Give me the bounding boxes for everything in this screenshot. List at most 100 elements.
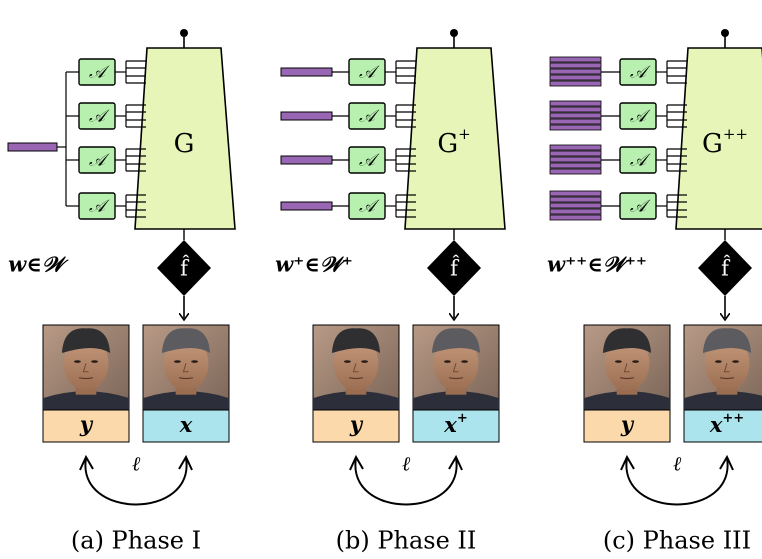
loss-label: ℓ xyxy=(673,452,682,476)
target-label: y xyxy=(349,412,364,437)
latent-vector xyxy=(549,156,602,163)
latent-vector xyxy=(280,201,333,211)
latent-vector xyxy=(549,214,602,221)
adain-label: 𝒜 xyxy=(359,151,380,171)
output-label: x xyxy=(179,412,193,437)
adain-label: 𝒜 xyxy=(630,197,651,217)
adain-block: 𝒜 xyxy=(78,146,146,174)
adain-label: 𝒜 xyxy=(89,197,110,217)
face-photo-output xyxy=(412,324,500,411)
latent-vector xyxy=(549,80,602,87)
generator-body xyxy=(675,47,762,230)
target-label: y xyxy=(620,412,635,437)
adain-block: 𝒜 xyxy=(619,192,687,220)
loss-arrowhead-left-icon xyxy=(79,454,94,471)
latent-vector xyxy=(549,118,602,125)
adain-block: 𝒜 xyxy=(348,58,416,86)
latent-stack xyxy=(549,190,620,221)
panel-caption: (b) Phase II xyxy=(336,527,477,555)
output-label-box xyxy=(412,409,500,443)
generator-body xyxy=(134,47,236,230)
adain-label: 𝒜 xyxy=(359,197,380,217)
adain-label: 𝒜 xyxy=(89,63,110,83)
latent-vector xyxy=(549,144,602,151)
panel-2: G+ 𝒜 𝒜 𝒜 𝒜w⁺∈𝒲⁺ f̂ y x+ ℓ (b) Phase II xyxy=(275,29,506,555)
latent-vector xyxy=(549,208,602,215)
latent-vector xyxy=(549,124,602,131)
loss-arc xyxy=(625,457,729,506)
latent-space-label: w∈𝒲 xyxy=(8,252,69,277)
adain-label: 𝒜 xyxy=(630,151,651,171)
generator-pin-icon xyxy=(721,29,729,37)
latent-vector xyxy=(549,196,602,203)
latent-vector xyxy=(549,190,602,197)
face-photo-target xyxy=(312,324,400,411)
loss-arc xyxy=(84,457,188,506)
generator: G+ xyxy=(404,29,506,230)
adain-label: 𝒜 xyxy=(89,107,110,127)
latent-stack xyxy=(549,100,620,131)
latent-vector xyxy=(549,74,602,81)
output-label-box xyxy=(142,409,230,443)
latent-vector xyxy=(549,112,602,119)
loss-label: ℓ xyxy=(132,452,141,476)
f-hat-diamond xyxy=(427,240,481,296)
loss-arrowhead-right-icon xyxy=(448,454,463,471)
generator: G++ xyxy=(675,29,762,230)
generator-pin-icon xyxy=(450,29,458,37)
latent-vector xyxy=(549,68,602,75)
target-label-box xyxy=(42,409,130,443)
loss-arc xyxy=(354,457,458,506)
face-photo-output xyxy=(683,324,762,411)
adain-block: 𝒜 xyxy=(78,192,146,220)
latent-stack xyxy=(549,56,620,87)
latent-vector xyxy=(549,106,602,113)
face-photo-target xyxy=(583,324,671,411)
output-label: x++ xyxy=(709,411,744,437)
adain-label: 𝒜 xyxy=(630,107,651,127)
loss-label: ℓ xyxy=(402,452,411,476)
target-label-box xyxy=(312,409,400,443)
target-label: y xyxy=(79,412,94,437)
generator-body xyxy=(404,47,506,230)
loss-arrowhead-left-icon xyxy=(349,454,364,471)
adain-block: 𝒜 xyxy=(348,146,416,174)
output-label: x+ xyxy=(443,411,467,437)
loss-arrowhead-right-icon xyxy=(719,454,734,471)
latent-vector xyxy=(7,142,58,152)
loss-arrowhead-right-icon xyxy=(178,454,193,471)
panel-caption: (c) Phase III xyxy=(603,527,751,555)
latent-vector xyxy=(280,155,333,165)
generator-label: G++ xyxy=(702,125,748,159)
latent-vector xyxy=(549,62,602,69)
latent-space-label: w⁺∈𝒲⁺ xyxy=(275,252,353,277)
f-hat-label: f̂ xyxy=(450,256,460,281)
f-hat-diamond xyxy=(698,240,752,296)
adain-label: 𝒜 xyxy=(630,63,651,83)
generator-pin-icon xyxy=(180,29,188,37)
f-hat-label: f̂ xyxy=(721,256,731,281)
latent-vector xyxy=(280,111,333,121)
f-hat-diamond xyxy=(157,240,211,296)
latent-vector xyxy=(549,168,602,175)
output-label-box xyxy=(683,409,762,443)
adain-block: 𝒜 xyxy=(348,102,416,130)
f-hat-label: f̂ xyxy=(180,256,190,281)
adain-label: 𝒜 xyxy=(359,63,380,83)
face-photo-target xyxy=(42,324,130,411)
adain-label: 𝒜 xyxy=(89,151,110,171)
latent-vector xyxy=(549,56,602,63)
panel-caption: (a) Phase I xyxy=(71,527,201,555)
adain-label: 𝒜 xyxy=(359,107,380,127)
latent-vector xyxy=(549,202,602,209)
target-label-box xyxy=(583,409,671,443)
loss-arrowhead-left-icon xyxy=(620,454,635,471)
adain-block: 𝒜 xyxy=(78,58,146,86)
latent-vector xyxy=(549,150,602,157)
latent-stack xyxy=(549,144,620,175)
generator-label: G xyxy=(174,129,195,159)
face-photo-output xyxy=(142,324,230,411)
latent-vector xyxy=(549,162,602,169)
